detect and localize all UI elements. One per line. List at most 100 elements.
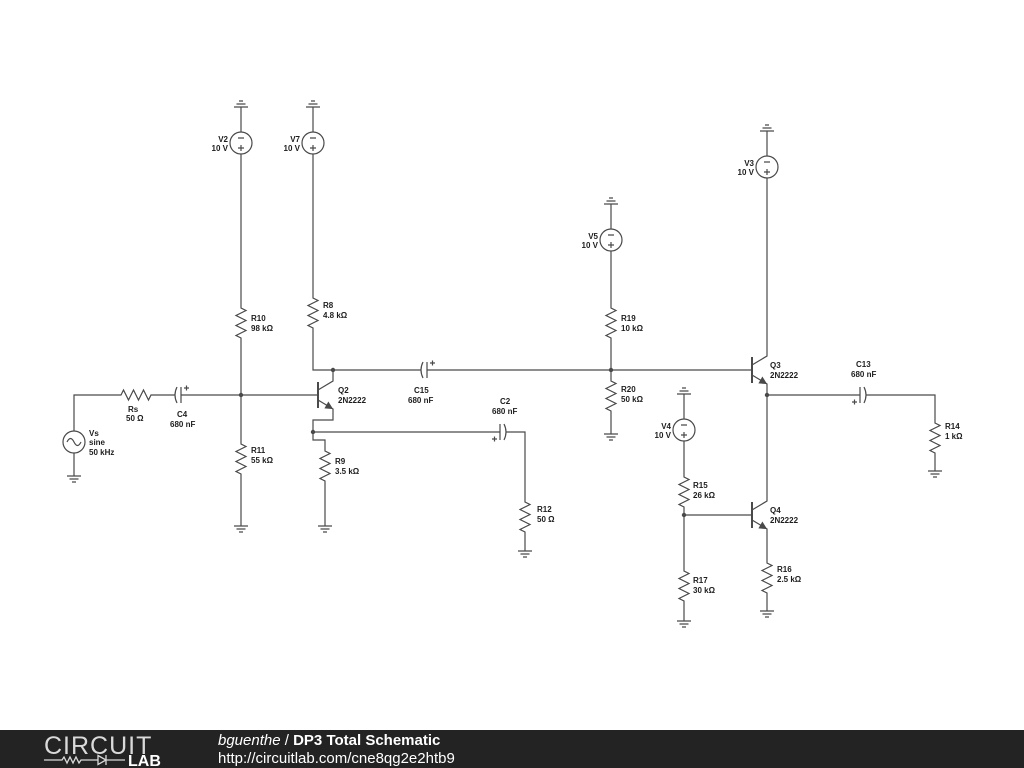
r12-value-label: 50 Ω xyxy=(537,515,555,524)
transistor-q3: Q3 2N2222 xyxy=(751,349,799,391)
dc-voltage-source-icon xyxy=(229,131,253,155)
v4-value-label: 10 V xyxy=(655,431,672,440)
footer-background xyxy=(0,730,1024,768)
vs-name-label: Vs xyxy=(89,429,99,438)
source-v7: V7 10 V xyxy=(284,131,325,155)
r19-value-label: 10 kΩ xyxy=(621,324,644,333)
q3-name-label: Q3 xyxy=(770,361,781,370)
v3-value-label: 10 V xyxy=(738,168,755,177)
q3-model-label: 2N2222 xyxy=(770,371,799,380)
c13-value-label: 680 nF xyxy=(851,370,876,379)
rs-value-label: 50 Ω xyxy=(126,414,144,423)
resistor-r11: R11 55 kΩ xyxy=(235,440,274,478)
r20-value-label: 50 kΩ xyxy=(621,395,644,404)
v5-value-label: 10 V xyxy=(582,241,599,250)
q2-model-label: 2N2222 xyxy=(338,396,367,405)
schematic-url-link[interactable]: http://circuitlab.com/cne8qg2e2htb9 xyxy=(218,750,455,767)
capacitor-c2: C2 680 nF xyxy=(491,397,517,443)
logo-resistor-icon xyxy=(44,755,98,765)
r15-value-label: 26 kΩ xyxy=(693,491,716,500)
source-vs: Vs sine 50 kHz xyxy=(62,429,114,457)
r20-name-label: R20 xyxy=(621,385,636,394)
q4-model-label: 2N2222 xyxy=(770,516,799,525)
r17-name-label: R17 xyxy=(693,576,708,585)
junction-dot xyxy=(330,367,336,373)
resistor-r17: R17 30 kΩ xyxy=(678,567,716,605)
junction-dot xyxy=(310,429,316,435)
author-name: bguenthe xyxy=(218,732,281,749)
junction-dot xyxy=(238,392,244,398)
c4-value-label: 680 nF xyxy=(170,420,195,429)
wire-r8-to-c15 xyxy=(312,331,421,371)
r14-name-label: R14 xyxy=(945,422,960,431)
source-v3: V3 10 V xyxy=(738,155,779,179)
capacitor-c15: C15 680 nF xyxy=(408,359,436,405)
rs-name-label: Rs xyxy=(128,405,139,414)
v2-value-label: 10 V xyxy=(212,144,229,153)
schematic-background xyxy=(0,0,1024,730)
r10-name-label: R10 xyxy=(251,314,266,323)
v2-name-label: V2 xyxy=(218,135,228,144)
logo-diode-icon xyxy=(97,754,125,766)
resistor-r14: R14 1 kΩ xyxy=(929,419,963,457)
r9-value-label: 3.5 kΩ xyxy=(335,467,360,476)
wire-vs-to-rs xyxy=(73,394,118,431)
circuitlab-logo: CIRCUIT LAB xyxy=(44,732,161,768)
footer-bar: CIRCUIT LAB bguenthe / DP3 Total Schemat… xyxy=(0,730,1024,768)
vs-freq-label: 50 kHz xyxy=(89,448,114,457)
resistor-r10: R10 98 kΩ xyxy=(235,304,274,342)
title-separator: / xyxy=(285,732,290,749)
r10-value-label: 98 kΩ xyxy=(251,324,274,333)
resistor-r15: R15 26 kΩ xyxy=(678,473,716,511)
resistor-r20: R20 50 kΩ xyxy=(605,377,644,415)
r9-name-label: R9 xyxy=(335,457,346,466)
transistor-q4: Q4 2N2222 xyxy=(751,494,799,536)
v5-name-label: V5 xyxy=(588,232,598,241)
r8-name-label: R8 xyxy=(323,301,334,310)
r12-name-label: R12 xyxy=(537,505,552,514)
r8-value-label: 4.8 kΩ xyxy=(323,311,348,320)
resistor-r19: R19 10 kΩ xyxy=(605,304,644,342)
capacitor-c13: C13 680 nF xyxy=(851,360,876,406)
r15-name-label: R15 xyxy=(693,481,708,490)
resistor-r16: R16 2.5 kΩ xyxy=(761,559,802,597)
c13-name-label: C13 xyxy=(856,360,871,369)
c4-name-label: C4 xyxy=(177,410,188,419)
schematic-title: DP3 Total Schematic xyxy=(293,732,440,749)
source-v2: V2 10 V xyxy=(212,131,253,155)
r16-value-label: 2.5 kΩ xyxy=(777,575,802,584)
q4-name-label: Q4 xyxy=(770,506,781,515)
dc-voltage-source-icon xyxy=(301,131,325,155)
junction-dot xyxy=(608,367,614,373)
r19-name-label: R19 xyxy=(621,314,636,323)
r17-value-label: 30 kΩ xyxy=(693,586,716,595)
schematic-title-line: bguenthe / DP3 Total Schematic xyxy=(218,732,440,749)
source-v4: V4 10 V xyxy=(655,418,696,442)
dc-voltage-source-icon xyxy=(755,155,779,179)
v7-name-label: V7 xyxy=(290,135,300,144)
resistor-r8: R8 4.8 kΩ xyxy=(307,294,348,332)
resistor-r12: R12 50 Ω xyxy=(519,498,555,536)
junctions xyxy=(238,367,770,518)
c2-value-label: 680 nF xyxy=(492,407,517,416)
q2-name-label: Q2 xyxy=(338,386,349,395)
c15-name-label: C15 xyxy=(414,386,429,395)
wires xyxy=(73,113,936,615)
logo-bottom-text: LAB xyxy=(128,753,161,768)
wire-c2-to-r12 xyxy=(506,431,526,499)
r14-value-label: 1 kΩ xyxy=(945,432,963,441)
resistor-rs: Rs 50 Ω xyxy=(117,389,155,423)
vs-wave-label: sine xyxy=(89,438,106,447)
v3-name-label: V3 xyxy=(744,159,754,168)
r11-value-label: 55 kΩ xyxy=(251,456,274,465)
c15-value-label: 680 nF xyxy=(408,396,433,405)
dc-voltage-source-icon xyxy=(672,418,696,442)
v4-name-label: V4 xyxy=(661,422,671,431)
capacitor-c4: C4 680 nF xyxy=(170,384,195,429)
c2-name-label: C2 xyxy=(500,397,511,406)
source-v5: V5 10 V xyxy=(582,228,623,252)
r16-name-label: R16 xyxy=(777,565,792,574)
v7-value-label: 10 V xyxy=(284,144,301,153)
r11-name-label: R11 xyxy=(251,446,266,455)
